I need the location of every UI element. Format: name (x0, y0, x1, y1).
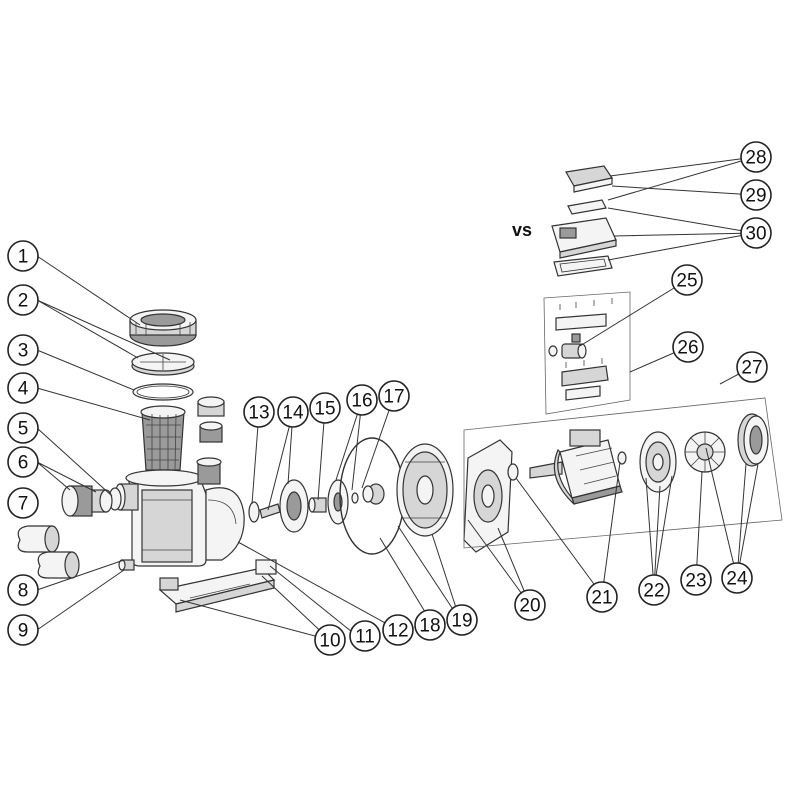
callout-21-label: 21 (591, 588, 612, 609)
callout-13-label: 13 (248, 403, 269, 424)
callout-6: 6 (7, 446, 39, 478)
callout-7-label: 7 (18, 494, 29, 515)
part-terminal-box-assembly (543, 291, 631, 415)
callout-23-label: 23 (685, 571, 706, 592)
part-fan (684, 431, 726, 473)
callout-8-label: 8 (18, 581, 29, 602)
callout-4: 4 (7, 372, 39, 404)
callout-24-label: 24 (726, 569, 748, 590)
callout-4-label: 4 (18, 379, 29, 400)
callout-26: 26 (672, 331, 704, 363)
callout-3: 3 (7, 334, 39, 366)
callout-6-label: 6 (18, 453, 29, 474)
callout-26-label: 26 (677, 338, 698, 359)
callout-29-label: 29 (745, 186, 766, 207)
callout-11-label: 11 (355, 627, 375, 648)
callout-12: 12 (382, 614, 414, 646)
part-strainer-basket (140, 405, 186, 471)
callout-11: 11 (349, 620, 381, 652)
callout-19: 19 (446, 604, 478, 636)
callout-1-label: 1 (18, 247, 29, 268)
callout-3-label: 3 (18, 341, 29, 362)
part-lid (131, 352, 195, 376)
part-end-cover (639, 431, 677, 493)
motor-assembly-outline (463, 397, 783, 549)
part-impeller-seal (351, 492, 359, 504)
callout-19-label: 19 (451, 611, 472, 632)
callout-20: 20 (514, 589, 546, 621)
part-union-coupling (61, 485, 113, 517)
callout-15-label: 15 (314, 399, 335, 420)
part-base-foot (158, 559, 277, 613)
callout-14-label: 14 (282, 403, 304, 424)
callout-25-label: 25 (676, 271, 697, 292)
part-motor-bracket (463, 439, 513, 553)
callout-17-label: 17 (383, 387, 404, 408)
callout-27: 27 (736, 351, 768, 383)
part-drain-plug (118, 559, 135, 571)
callout-24: 24 (721, 562, 753, 594)
part-impeller (327, 479, 349, 525)
callout-21: 21 (586, 581, 618, 613)
callout-25: 25 (671, 264, 703, 296)
callout-17: 17 (378, 380, 410, 412)
part-pipe-tails (17, 525, 80, 579)
callout-15: 15 (309, 392, 341, 424)
part-capacitor (548, 333, 587, 359)
part-motor (553, 429, 627, 505)
part-diffuser-oring (248, 501, 260, 523)
callout-7: 7 (7, 487, 39, 519)
callout-28-label: 28 (745, 148, 766, 169)
part-mechanical-seal (362, 483, 385, 505)
callout-10: 10 (314, 624, 346, 656)
callout-28: 28 (740, 141, 772, 173)
callout-20-label: 20 (519, 596, 540, 617)
callout-2: 2 (7, 284, 39, 316)
callout-2-label: 2 (18, 291, 29, 312)
callout-22: 22 (638, 574, 670, 606)
part-lid-oring (132, 383, 194, 401)
part-fan-cover (737, 413, 769, 467)
callout-1: 1 (7, 240, 39, 272)
callout-16-label: 16 (351, 391, 372, 412)
part-union-fittings (197, 396, 225, 443)
vs-label: vs (512, 220, 532, 240)
part-lid-ring (129, 309, 197, 347)
callout-8: 8 (7, 574, 39, 606)
part-impeller-nut (308, 497, 327, 513)
callout-18-label: 18 (419, 616, 440, 637)
callout-10-label: 10 (319, 631, 340, 652)
callout-18: 18 (414, 609, 446, 641)
callout-5: 5 (7, 412, 39, 444)
part-seal-plate (396, 443, 454, 537)
part-vs-controller (551, 165, 617, 277)
callout-29: 29 (740, 179, 772, 211)
part-pump-body (114, 457, 245, 567)
callout-23: 23 (680, 564, 712, 596)
callout-5-label: 5 (18, 419, 29, 440)
callout-13: 13 (243, 396, 275, 428)
callout-22-label: 22 (643, 581, 664, 602)
callout-16: 16 (346, 384, 378, 416)
callout-30: 30 (740, 217, 772, 249)
callout-27-label: 27 (741, 358, 762, 379)
callout-12-label: 12 (387, 621, 408, 642)
callout-9: 9 (7, 614, 39, 646)
callout-9-label: 9 (18, 621, 29, 642)
callout-30-label: 30 (745, 224, 766, 245)
callout-14: 14 (277, 396, 309, 428)
part-diffuser (259, 479, 309, 533)
